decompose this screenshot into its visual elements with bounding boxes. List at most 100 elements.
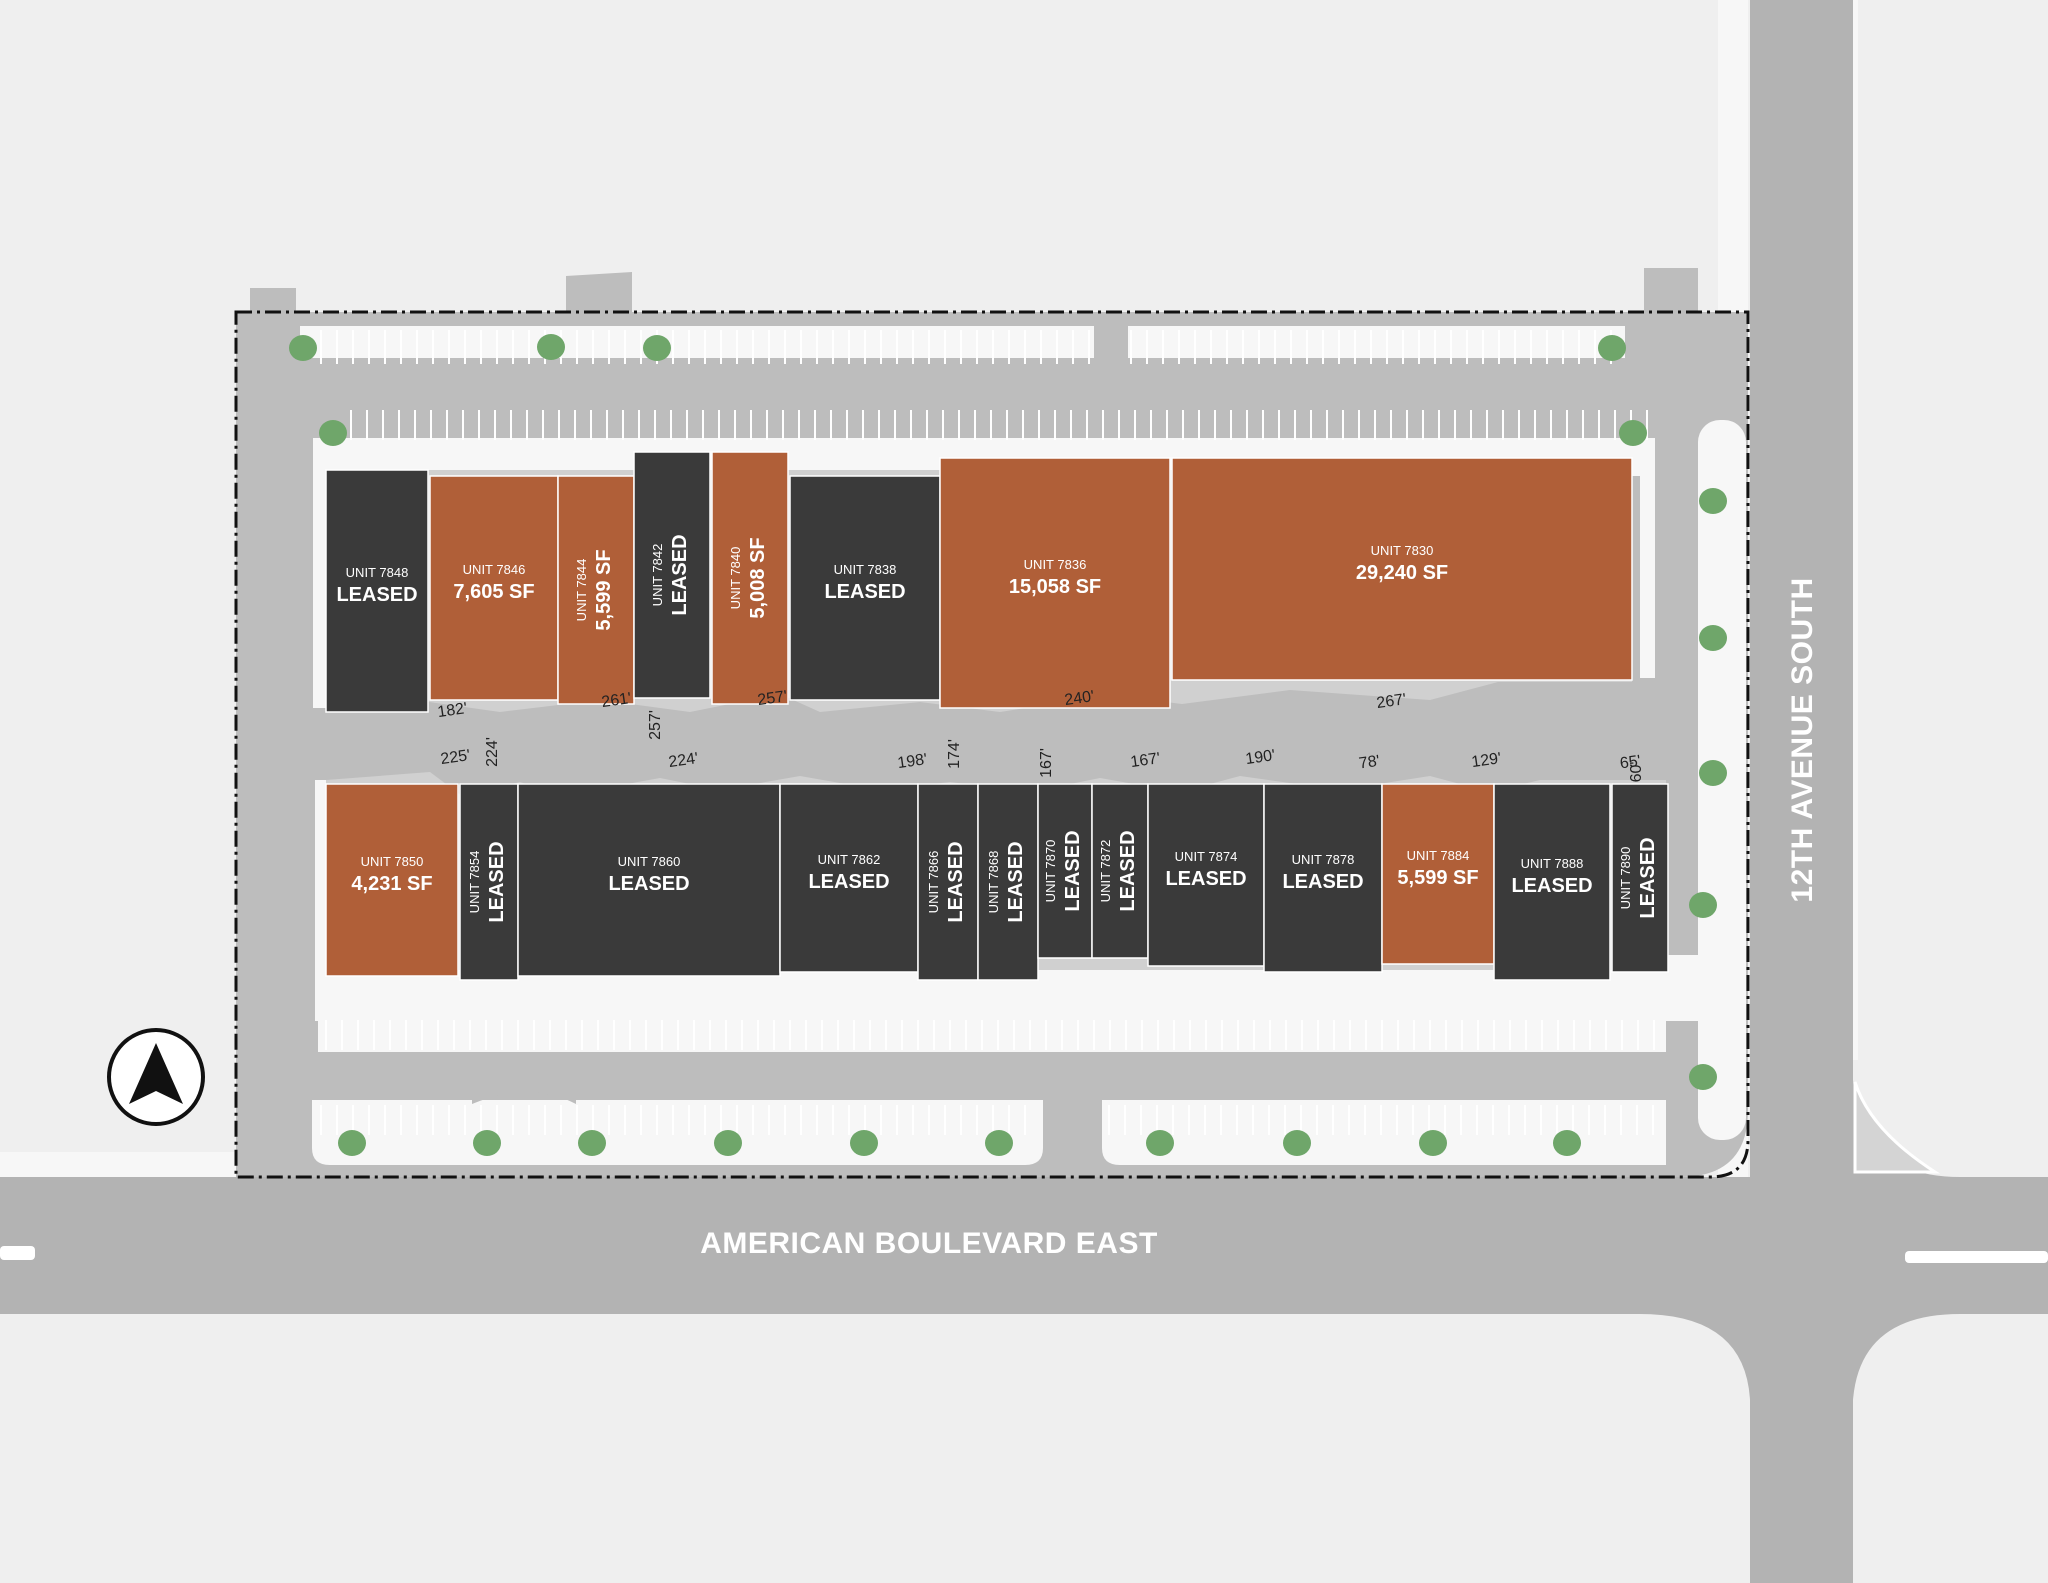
- south-island-west: [312, 1100, 1043, 1165]
- parking-stall-line: [1246, 410, 1248, 440]
- unit-footprint[interactable]: [633, 451, 711, 699]
- parking-stall-line: [688, 1105, 690, 1135]
- unit-footprint[interactable]: [1091, 783, 1149, 959]
- parking-stall-line: [1258, 330, 1260, 364]
- parking-stall-line: [1166, 410, 1168, 440]
- parking-stall-line: [752, 330, 754, 364]
- parking-stall-line: [741, 1020, 743, 1050]
- parking-stall-line: [414, 410, 416, 440]
- sidewalk-south-west: [315, 780, 327, 980]
- unit-footprint[interactable]: [1171, 457, 1633, 681]
- dimension-label: 190': [1244, 747, 1276, 768]
- parking-stall-line: [832, 330, 834, 364]
- parking-stall-line: [1604, 1105, 1606, 1135]
- unit-footprint[interactable]: [517, 783, 781, 977]
- parking-stall-line: [1040, 330, 1042, 364]
- parking-stall-line: [1588, 1105, 1590, 1135]
- parking-stall-line: [1130, 330, 1132, 364]
- corner-island: [1853, 1081, 1941, 1174]
- parking-stall-line: [1285, 1020, 1287, 1050]
- unit-footprint[interactable]: [1263, 783, 1383, 973]
- unit-footprint[interactable]: [557, 475, 635, 705]
- parking-stall-line: [1204, 1105, 1206, 1135]
- parking-stall-line: [1524, 1105, 1526, 1135]
- unit-footprint[interactable]: [711, 451, 789, 705]
- parking-stall-line: [368, 330, 370, 364]
- parking-stall-line: [624, 330, 626, 364]
- lane-mark-west: [0, 1246, 35, 1260]
- parking-stall-line: [1332, 1105, 1334, 1135]
- parking-stall-line: [672, 330, 674, 364]
- parking-stall-line: [1125, 1020, 1127, 1050]
- parking-stall-line: [398, 410, 400, 440]
- parking-stall-line: [1268, 1105, 1270, 1135]
- unit-status-label: LEASED: [1117, 830, 1139, 911]
- parking-stall-line: [672, 1105, 674, 1135]
- parking-stall-line: [1364, 1105, 1366, 1135]
- parking-stall-line: [357, 1020, 359, 1050]
- parking-stall-line: [1278, 410, 1280, 440]
- dimension-label: 129': [1470, 750, 1502, 771]
- parking-stall-line: [1540, 1105, 1542, 1135]
- parking-stall-line: [448, 1105, 450, 1135]
- unit-footprint[interactable]: [1493, 783, 1611, 981]
- parking-stall-line: [1157, 1020, 1159, 1050]
- parking-stall-line: [720, 1105, 722, 1135]
- dimension-label: 267': [1375, 691, 1407, 712]
- unit-footprint[interactable]: [325, 783, 459, 977]
- unit-footprint[interactable]: [325, 469, 429, 713]
- parking-stall-line: [597, 1020, 599, 1050]
- unit-footprint[interactable]: [939, 457, 1171, 709]
- parking-stall-line: [832, 1105, 834, 1135]
- unit-footprint[interactable]: [1147, 783, 1265, 967]
- parking-stall-line: [917, 1020, 919, 1050]
- parking-stall-line: [1172, 1105, 1174, 1135]
- parking-stall-line: [1438, 410, 1440, 440]
- parking-stall-line: [1262, 410, 1264, 440]
- parking-stall-line: [1450, 330, 1452, 364]
- parking-stall-line: [624, 1105, 626, 1135]
- unit-footprint[interactable]: [779, 783, 919, 973]
- sidewalk-north-building-west: [313, 438, 328, 708]
- tree-icon: [473, 1130, 501, 1156]
- unit-status-label: LEASED: [808, 871, 889, 893]
- unit-footprint[interactable]: [977, 783, 1039, 981]
- tree-icon: [1598, 335, 1626, 361]
- parking-stall-line: [1038, 410, 1040, 440]
- parking-stall-line: [432, 1105, 434, 1135]
- dimension-label: 167': [1129, 750, 1161, 771]
- unit-footprint[interactable]: [1611, 783, 1669, 973]
- unit-footprint[interactable]: [789, 475, 941, 701]
- unit-number-label: UNIT 7850: [361, 854, 424, 869]
- parking-stall-line: [1024, 1105, 1026, 1135]
- parking-stall-line: [325, 1020, 327, 1050]
- unit-footprint[interactable]: [429, 475, 559, 701]
- unit-status-label: 5,599 SF: [593, 549, 615, 630]
- north-arrow-icon: [107, 1028, 205, 1126]
- parking-stall-line: [1406, 410, 1408, 440]
- unit-footprint[interactable]: [1037, 783, 1093, 959]
- parking-stall-line: [926, 410, 928, 440]
- parking-stall-line: [613, 1020, 615, 1050]
